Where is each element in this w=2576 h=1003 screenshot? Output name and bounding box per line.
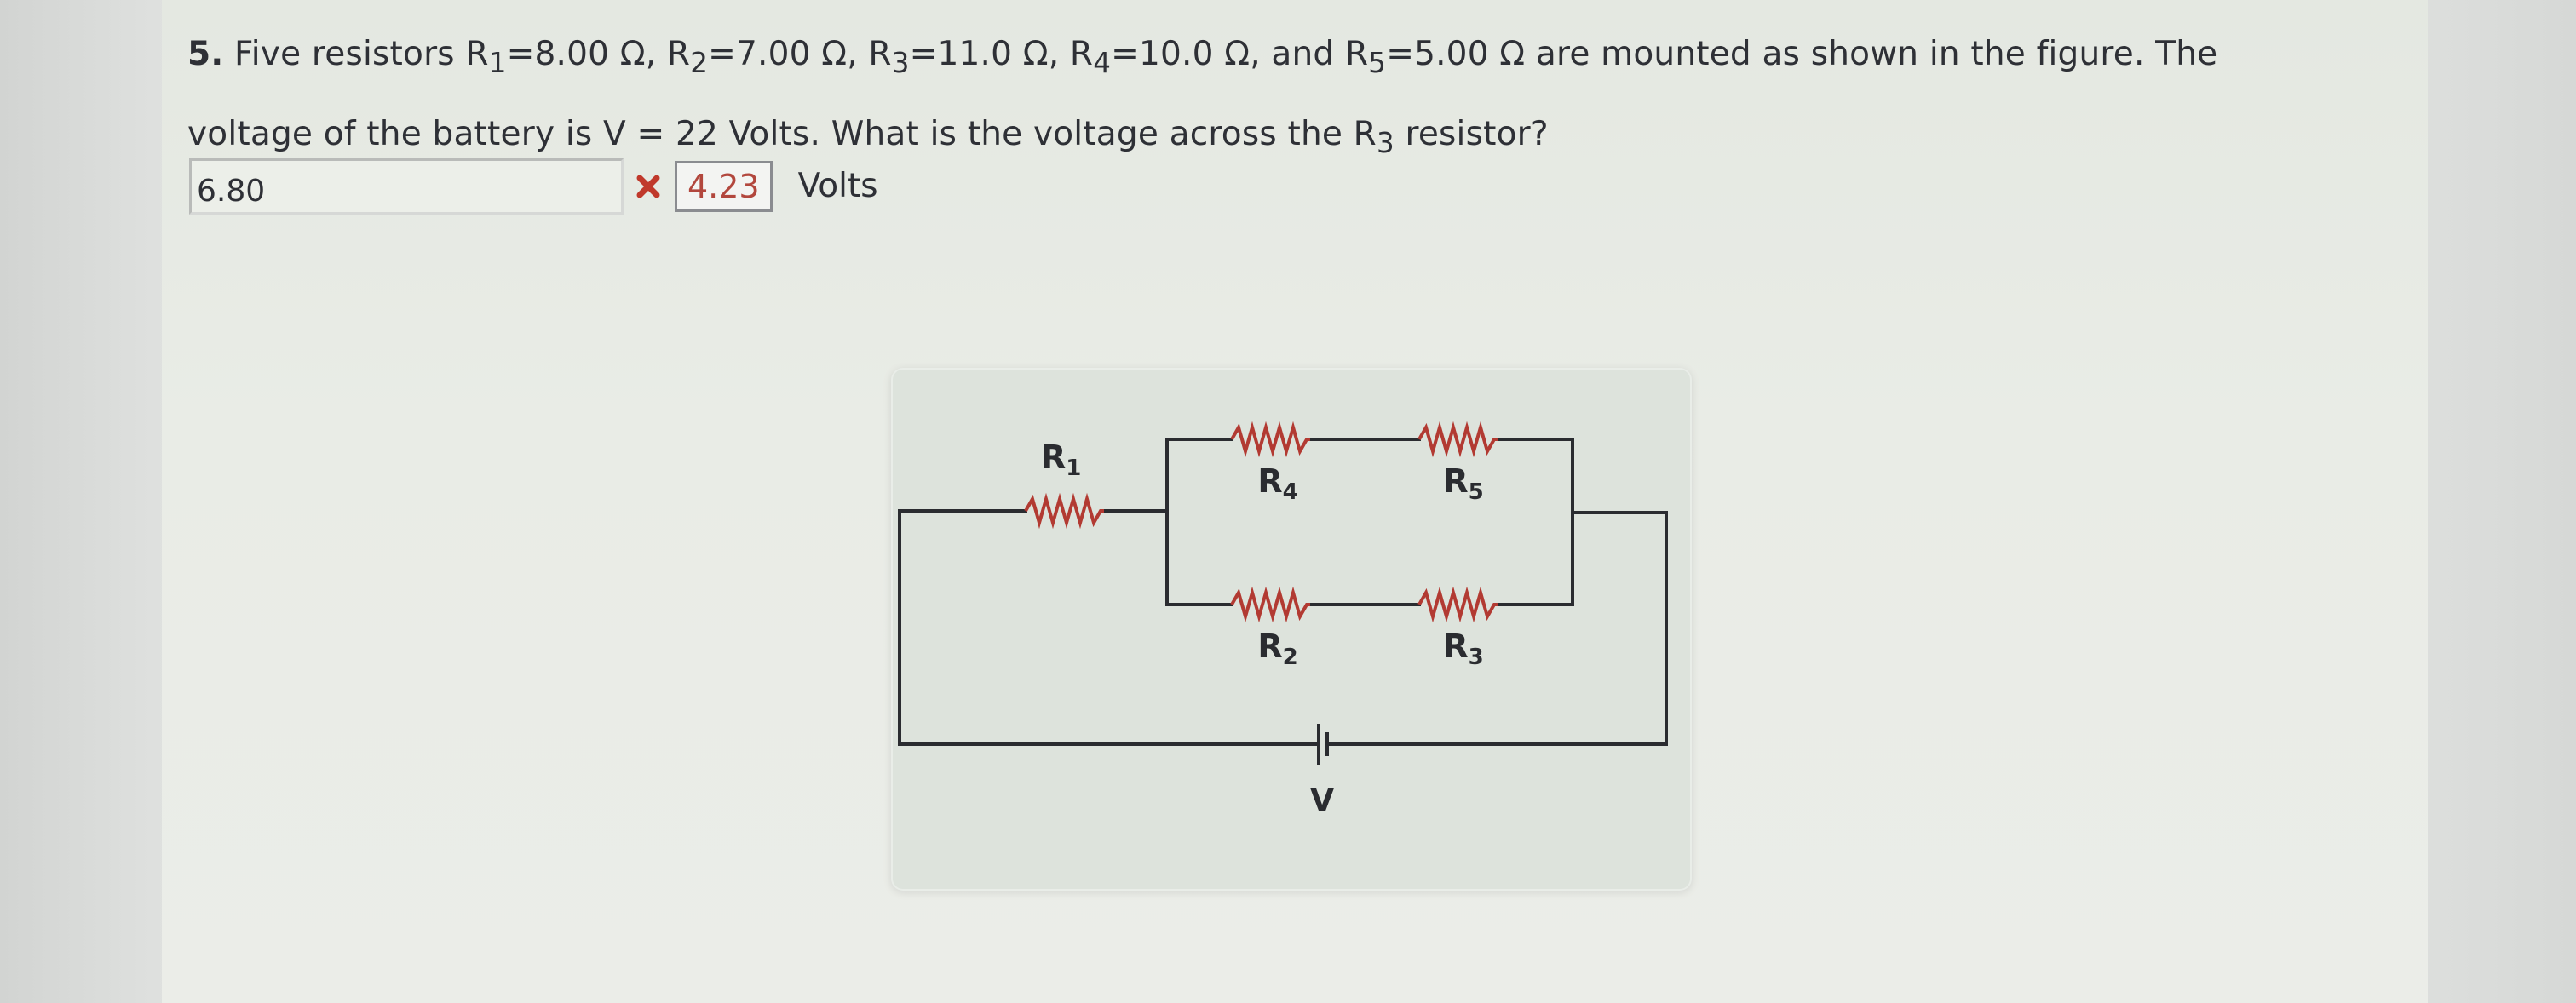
question-r3-subscript: 3 <box>1376 126 1394 159</box>
label-r5: R5 <box>1443 462 1483 505</box>
r5-value: =5.00 Ω are mounted as shown in the figu… <box>1386 35 2218 73</box>
answer-input[interactable] <box>189 158 624 215</box>
battery-symbol <box>1317 724 1329 765</box>
r2-value: =7.00 Ω, R <box>708 35 892 73</box>
label-r3: R3 <box>1443 628 1483 670</box>
label-battery-v: V <box>1310 783 1334 818</box>
resistor-r1 <box>1024 492 1104 530</box>
question-number: 5. <box>187 35 224 73</box>
r1-subscript: 1 <box>488 46 507 79</box>
circuit-wires <box>898 438 1668 746</box>
question-intro: Five resistors R <box>233 35 489 73</box>
resistor-r3 <box>1417 586 1498 623</box>
r3-subscript: 3 <box>891 46 910 79</box>
wrong-x-icon-glyph <box>636 175 660 198</box>
circuit-diagram: R1 R4 R5 R2 R3 V <box>898 421 1668 818</box>
r2-subscript: 2 <box>690 46 709 79</box>
r1-value: =8.00 Ω, R <box>506 35 691 73</box>
resistor-r4 <box>1230 421 1310 458</box>
battery-gap <box>1320 739 1325 749</box>
wrong-x-icon <box>629 167 668 206</box>
answer-row: 4.23 Volts <box>189 157 878 216</box>
label-r1: R1 <box>1041 438 1081 481</box>
question-line-2-end: resistor? <box>1394 114 1549 153</box>
resistor-r5 <box>1417 421 1498 458</box>
correct-answer-badge: 4.23 <box>675 161 773 212</box>
question-text: 5. Five resistors R1=8.00 Ω, R2=7.00 Ω, … <box>187 19 2470 179</box>
question-line-2: voltage of the battery is V = 22 Volts. … <box>187 114 1377 153</box>
r4-value: =10.0 Ω, and R <box>1111 35 1369 73</box>
unit-label: Volts <box>797 167 878 205</box>
resistor-r2 <box>1230 586 1310 623</box>
label-r4: R4 <box>1257 462 1297 505</box>
r3-value: =11.0 Ω, R <box>909 35 1094 73</box>
resistors <box>1024 421 1498 623</box>
r5-subscript: 5 <box>1368 46 1387 79</box>
wire-right-outer <box>1620 511 1668 746</box>
circuit-figure: R1 R4 R5 R2 R3 V <box>891 368 1692 891</box>
label-r2: R2 <box>1257 628 1297 670</box>
r4-subscript: 4 <box>1093 46 1112 79</box>
